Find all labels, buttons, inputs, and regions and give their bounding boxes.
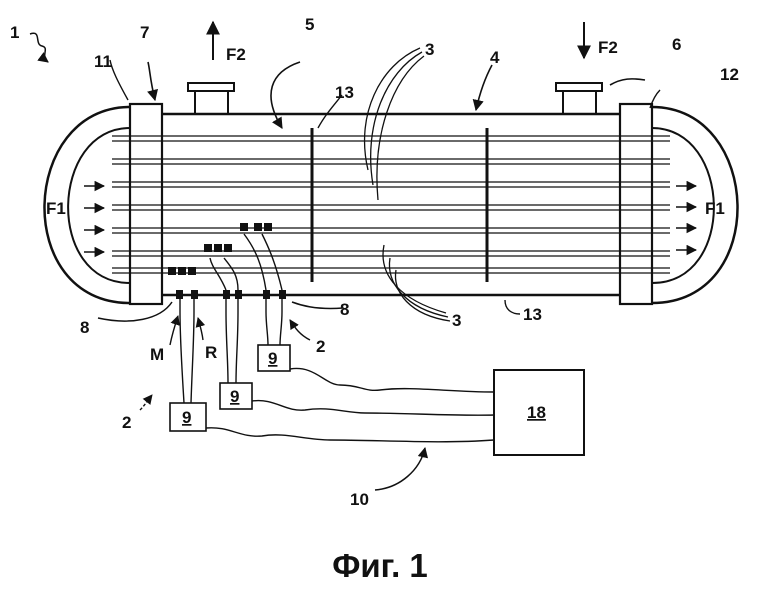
label-transmitter-3: 9 — [268, 349, 277, 368]
left-tube-sheet — [130, 104, 162, 304]
label-baffle-top: 13 — [335, 83, 354, 102]
label-control-unit: 18 — [527, 403, 546, 422]
label-sensor-unit-left: 2 — [122, 413, 131, 432]
label-flow-secondary-out: F2 — [598, 38, 618, 57]
label-left-head: 11 — [94, 52, 112, 71]
label-inlet-nozzle: 7 — [140, 23, 149, 42]
inlet-nozzle — [188, 83, 234, 114]
label-transmitter-1: 9 — [182, 408, 191, 427]
figure-caption: Фиг. 1 — [332, 547, 428, 584]
signal-cables — [206, 368, 494, 441]
flow-arrows-in — [84, 186, 104, 252]
tube-bundle — [112, 136, 670, 273]
label-transmitter-2: 9 — [230, 387, 239, 406]
label-sensor-unit-right: 2 — [316, 337, 325, 356]
flow-arrows-out — [676, 186, 696, 250]
label-flow-primary-out: F1 — [705, 199, 725, 218]
label-tubes-bottom: 3 — [452, 311, 461, 330]
right-tube-sheet — [620, 104, 652, 304]
label-sensor-mount-right: 8 — [340, 300, 349, 319]
label-shell: 4 — [490, 48, 500, 67]
label-reference: R — [205, 343, 217, 362]
label-sensor-mount-left: 8 — [80, 318, 89, 337]
label-flow-secondary-in: F2 — [226, 45, 246, 64]
label-flow-primary-in: F1 — [46, 199, 66, 218]
label-measurement: M — [150, 345, 164, 364]
label-tubes-top: 3 — [425, 40, 434, 59]
sensor-cables — [180, 234, 282, 403]
outlet-nozzle — [556, 83, 602, 114]
label-outlet-nozzle: 6 — [672, 35, 681, 54]
label-right-head: 12 — [720, 65, 739, 84]
label-baffle-bottom: 13 — [523, 305, 542, 324]
label-cable: 10 — [350, 490, 369, 509]
label-device: 1 — [10, 23, 19, 42]
label-shell-space: 5 — [305, 15, 314, 34]
